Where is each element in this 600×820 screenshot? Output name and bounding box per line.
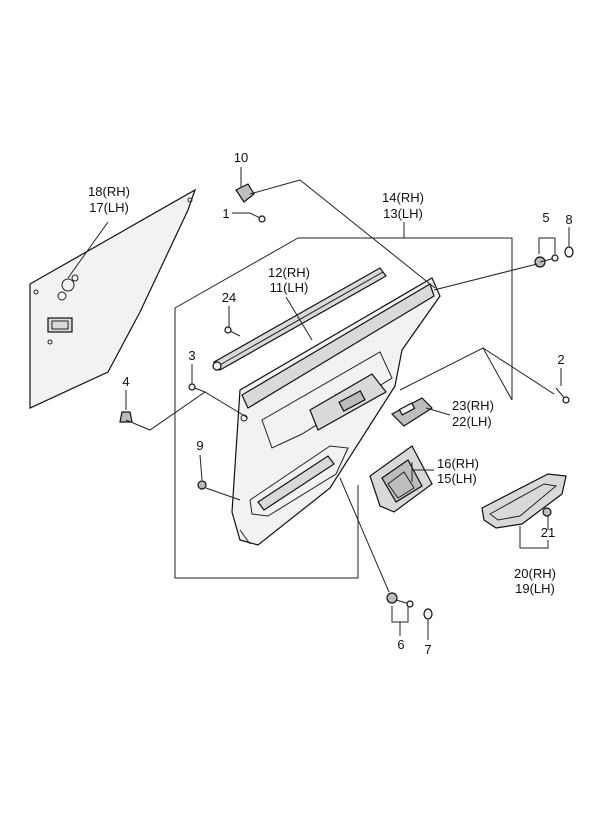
screw-3 <box>188 383 206 393</box>
label-2: 2 <box>557 352 564 367</box>
label-16: 16(RH) <box>437 456 479 471</box>
label-18: 18(RH) <box>88 184 130 199</box>
label-7: 7 <box>424 642 431 657</box>
label-22: 22(LH) <box>452 414 492 429</box>
bolt-6 <box>386 592 414 608</box>
label-9: 9 <box>196 438 203 453</box>
screw-2 <box>555 387 570 404</box>
inner-handle-housing-16-15 <box>369 445 433 513</box>
screw-24 <box>224 326 241 337</box>
label-11: 11(LH) <box>270 280 309 295</box>
clip-10 <box>235 183 255 203</box>
bolt-5 <box>534 254 559 268</box>
window-switch-23-22 <box>391 397 433 427</box>
screw-21 <box>542 507 552 517</box>
label-13: 13(LH) <box>383 206 423 221</box>
label-6: 6 <box>397 637 404 652</box>
label-8: 8 <box>565 212 572 227</box>
label-10: 10 <box>234 150 248 165</box>
insulation-sheet-18-17 <box>29 188 197 409</box>
label-17: 17(LH) <box>89 200 129 215</box>
label-20: 20(RH) <box>514 566 556 581</box>
label-1: 1 <box>222 206 229 221</box>
label-4: 4 <box>122 374 129 389</box>
label-14: 14(RH) <box>382 190 424 205</box>
clip-9 <box>197 480 207 490</box>
leader-lines <box>67 167 570 640</box>
washer-8 <box>564 246 574 258</box>
armrest-handle-20-19 <box>481 473 567 529</box>
washer-7 <box>423 608 433 620</box>
label-3: 3 <box>188 348 195 363</box>
screw-1 <box>249 212 266 223</box>
label-19: 19(LH) <box>515 581 555 596</box>
label-23: 23(RH) <box>452 398 494 413</box>
label-15: 15(LH) <box>437 471 477 486</box>
label-5: 5 <box>542 210 549 225</box>
label-12: 12(RH) <box>268 265 310 280</box>
label-21: 21 <box>541 525 555 540</box>
door-trim-panel-14-13 <box>231 277 441 546</box>
callout-labels: 10 1 18(RH) 17(LH) 14(RH) 13(LH) 12(RH) … <box>88 150 573 657</box>
label-24: 24 <box>222 290 236 305</box>
weather-strip-12-11 <box>212 267 387 371</box>
